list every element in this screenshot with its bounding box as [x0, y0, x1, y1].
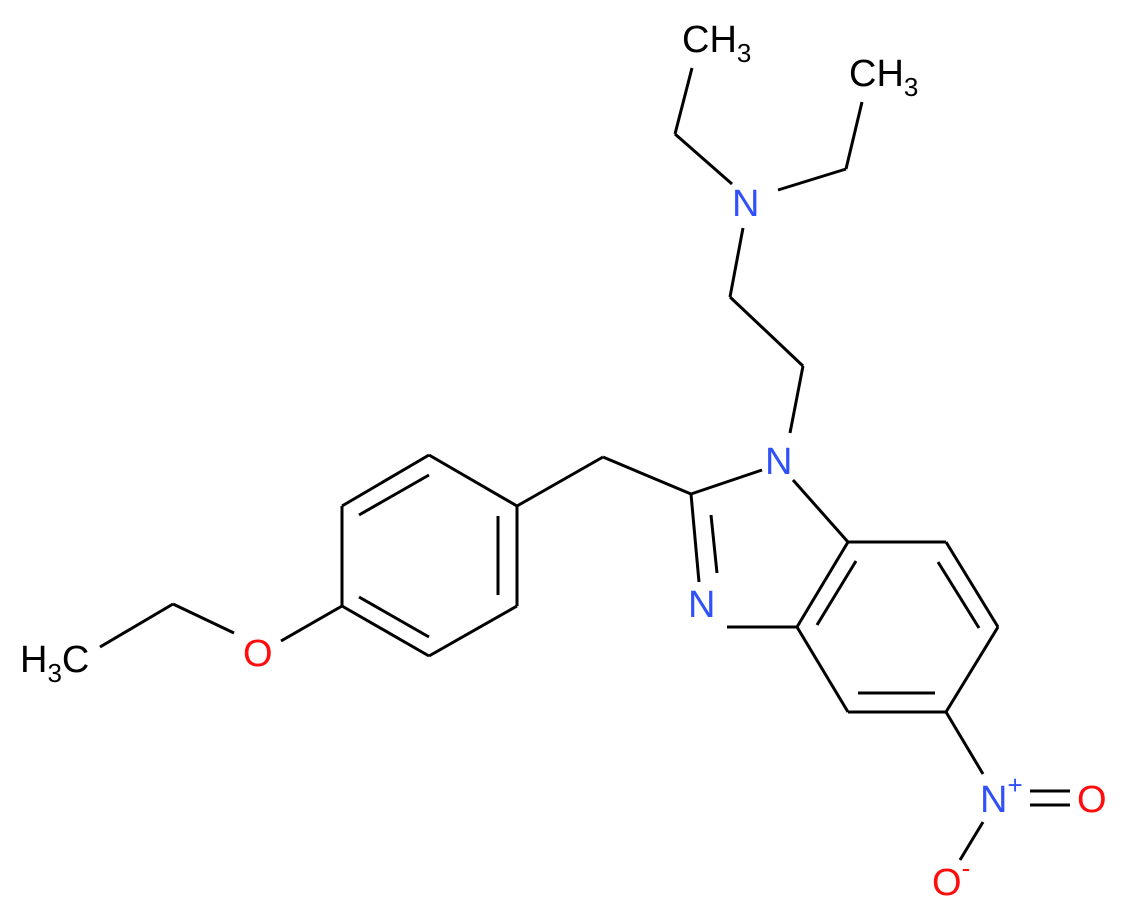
bond-ch2-n-amine-right	[777, 167, 847, 192]
atom-n-nitro-base: N	[980, 779, 1007, 821]
bond-ar4-o	[280, 604, 343, 643]
bond-ch2-aryl	[516, 455, 604, 508]
bond-ar1-ar2	[428, 453, 518, 508]
bond-o-ch2	[172, 602, 235, 635]
bonds	[99, 67, 1070, 861]
atom-o-minus-base: O	[932, 862, 962, 904]
bond-c7a-n1	[791, 479, 850, 543]
atom-h3c: H3C	[20, 639, 89, 688]
bond-ar5-ar6	[428, 604, 518, 658]
bond-n-nitro-o-minus	[958, 821, 985, 861]
bond-c2-n3-double	[709, 514, 719, 574]
bond-c3a-c7a	[795, 541, 850, 628]
bond-ar1-ar2-inner	[358, 473, 430, 517]
bond-c3a-c7a-inner	[815, 560, 858, 626]
bond-ch3a-ch2	[673, 67, 694, 135]
bond-n1-c2	[690, 468, 763, 496]
atom-ch3-a: CH3	[682, 19, 751, 68]
atom-o-ether: O	[243, 633, 273, 675]
bond-c7-c6	[944, 541, 1000, 628]
bond-ch2-ch3	[99, 602, 174, 649]
atom-ch3-b-sub: 3	[904, 72, 918, 102]
bond-ch2-ch2	[728, 295, 805, 368]
atom-ch3-a-sub: 3	[737, 38, 751, 68]
bond-c4-c3a	[795, 626, 850, 713]
atom-n-nitro: N+	[980, 770, 1023, 821]
atom-o-minus-charge: -	[962, 853, 971, 883]
bond-ar4-ar5	[341, 604, 430, 658]
bond-c5-n-nitro	[944, 711, 985, 775]
bond-c6-c5	[944, 626, 1000, 713]
atom-n1-ring: N	[765, 441, 792, 483]
atom-ch3-b: CH3	[849, 53, 918, 102]
atom-n3-ring: N	[688, 584, 715, 626]
bond-ch2-n1	[788, 365, 805, 434]
atom-h3c-sub: 3	[47, 658, 61, 688]
atom-ch3-b-base: CH	[849, 53, 904, 95]
bond-c2-n3	[689, 493, 701, 583]
bond-ch3b-ch2	[844, 101, 864, 170]
atom-n-nitro-charge: +	[1007, 770, 1022, 800]
atom-o-double: O	[1077, 779, 1107, 821]
atom-n-amine: N	[732, 183, 759, 225]
bond-c2-ch2	[602, 455, 692, 496]
bond-c7-c6-inner	[936, 561, 981, 629]
bond-ch2-n-amine-left	[674, 132, 733, 186]
atom-h3c-base: C	[62, 639, 89, 681]
bond-ar4-ar5-inner	[358, 595, 430, 639]
atom-h3c-prefix: H	[20, 639, 47, 681]
bond-ar2-ar3	[341, 453, 430, 508]
bond-n-amine-ch2	[728, 227, 745, 298]
atom-labels: CH3 CH3 N N N O H3C N+ O O-	[20, 19, 1107, 904]
atom-ch3-a-base: CH	[682, 19, 737, 61]
atom-o-minus: O-	[932, 853, 970, 904]
